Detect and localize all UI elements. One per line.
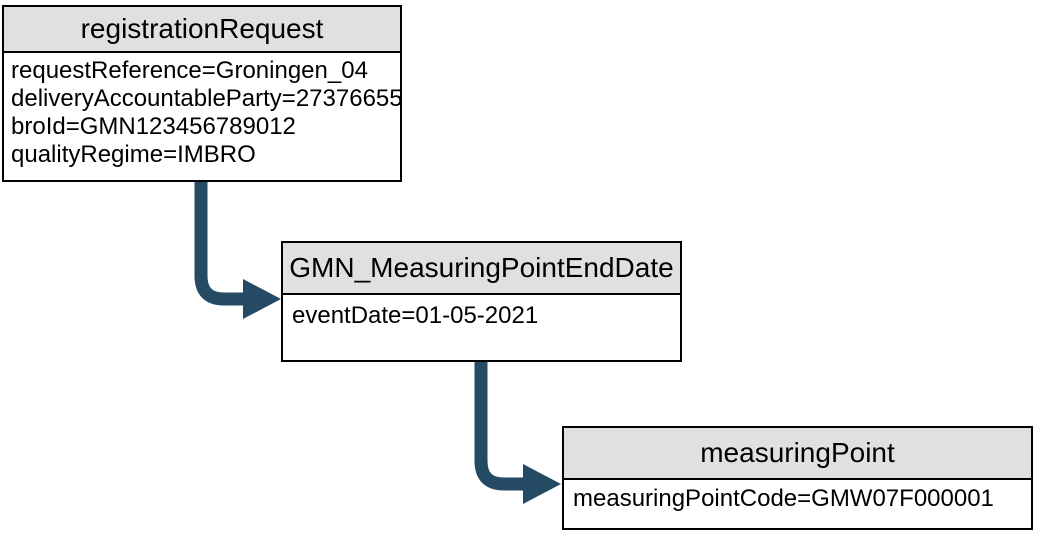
node-body: measuringPointCode=GMW07F000001 <box>564 480 1031 513</box>
node-attribute: requestReference=Groningen_04 <box>11 57 368 84</box>
node-body: requestReference=Groningen_04 deliveryAc… <box>4 53 400 169</box>
node-gmn-measuring-point-end-date: GMN_MeasuringPointEndDate eventDate=01-0… <box>281 241 682 362</box>
node-measuring-point: measuringPoint measuringPointCode=GMW07F… <box>562 426 1033 530</box>
connector-line-request-to-enddate <box>194 181 245 306</box>
node-body: eventDate=01-05-2021 <box>283 295 680 330</box>
node-title: registrationRequest <box>4 7 400 53</box>
node-attribute: measuringPointCode=GMW07F000001 <box>573 485 994 512</box>
node-title: measuringPoint <box>564 428 1031 480</box>
arrowhead-icon <box>523 464 561 504</box>
node-registration-request: registrationRequest requestReference=Gro… <box>2 5 402 182</box>
arrowhead-icon <box>243 279 281 319</box>
node-attribute: eventDate=01-05-2021 <box>292 302 539 329</box>
node-attribute: qualityRegime=IMBRO <box>11 141 256 168</box>
node-attribute: deliveryAccountableParty=27376655 <box>11 85 400 112</box>
connector-line-enddate-to-measuringpoint <box>474 361 525 491</box>
node-attribute: broId=GMN123456789012 <box>11 113 296 140</box>
node-title: GMN_MeasuringPointEndDate <box>283 243 680 295</box>
